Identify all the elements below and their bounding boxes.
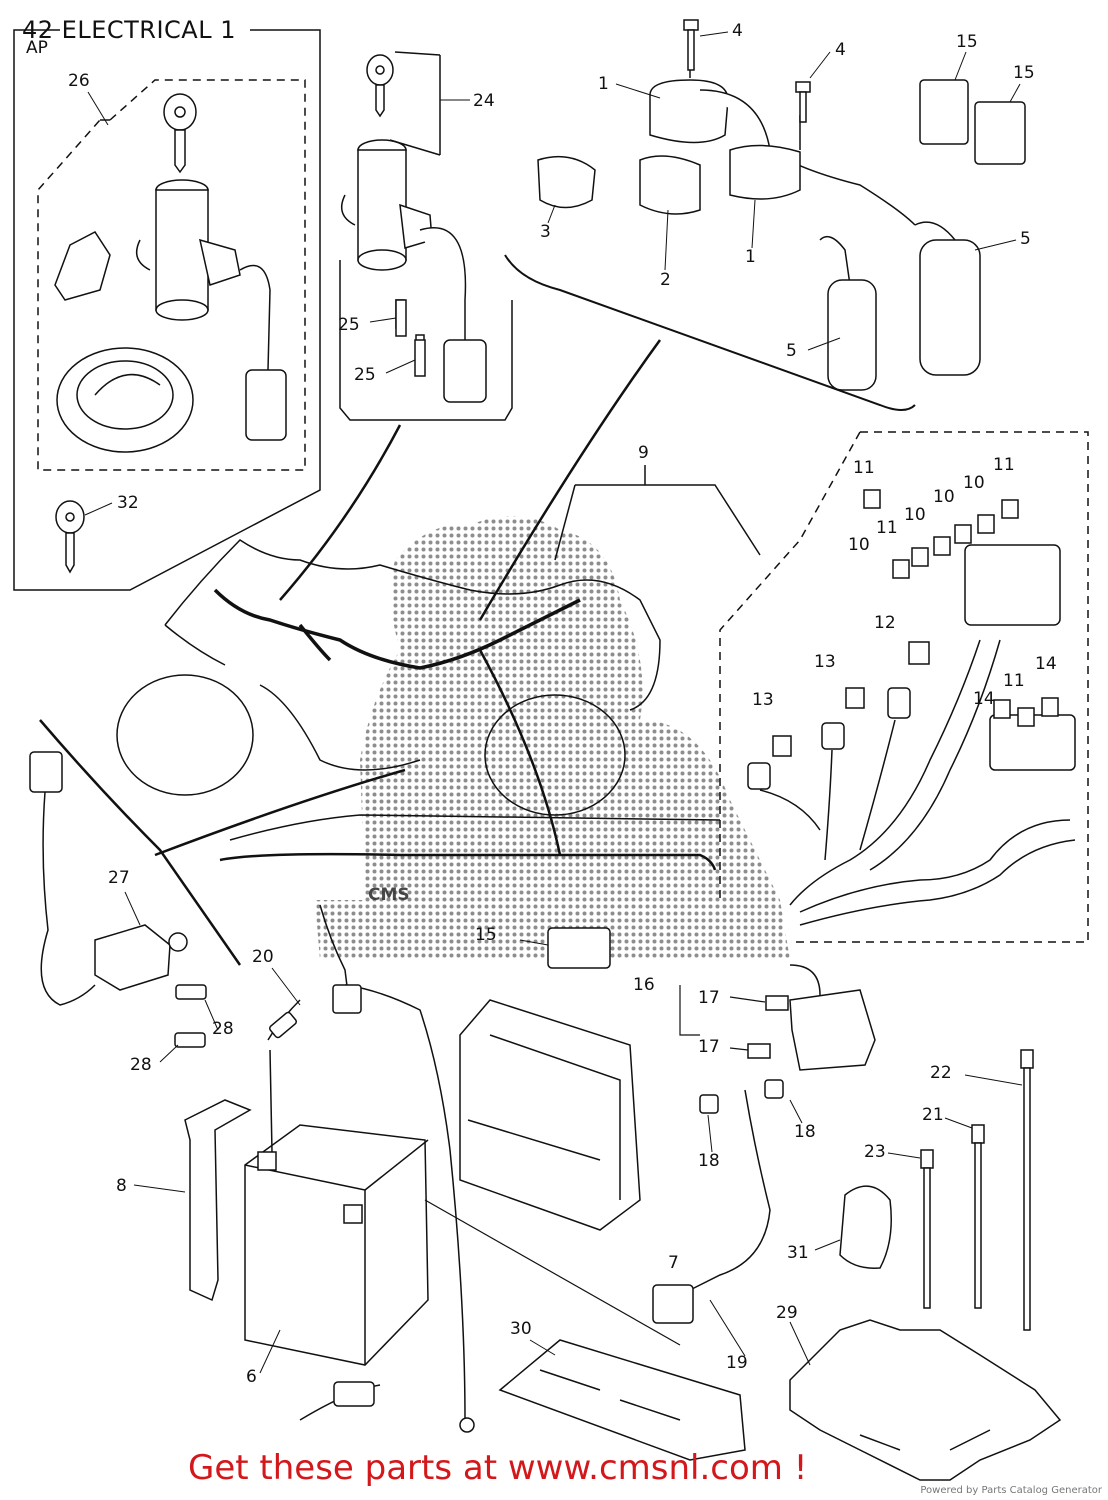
bracket-coils [504,254,916,411]
callout-15a: 15 [956,32,978,52]
leader-9 [554,465,761,561]
sensor-27 [29,751,207,1048]
watermark-text: CMS [368,885,410,905]
bolts [395,19,811,377]
ignition-switch-inset [135,179,287,441]
ignition-bracket [339,51,513,421]
callout-21: 21 [922,1105,944,1125]
key-26 [163,93,197,174]
callout-10d: 10 [848,535,870,555]
callout-18a: 18 [794,1122,816,1142]
callout-29: 29 [776,1303,798,1323]
callout-leaders [84,31,1023,1374]
lock-part-inset [54,231,111,301]
battery-strap-8 [184,1099,252,1302]
callout-30: 30 [510,1319,532,1339]
callout-4a: 4 [732,21,743,41]
watermark: CMS [315,516,790,960]
leader-16-17 [679,985,766,1051]
callout-32: 32 [117,493,139,513]
fusebox-harness [759,639,1076,926]
callout-28b: 28 [130,1055,152,1075]
motorcycle-outline [116,539,721,841]
callout-11b: 11 [993,455,1015,475]
callout-14a: 14 [1035,654,1057,674]
sheet-30 [498,1339,746,1461]
relays-15 [919,79,1026,165]
callout-25b: 25 [354,365,376,385]
callout-7: 7 [668,1253,679,1273]
callout-31: 31 [787,1243,809,1263]
callout-25a: 25 [338,315,360,335]
callout-15c: 15 [475,925,497,945]
callout-26: 26 [68,71,90,91]
fusebox-frame [719,431,1089,943]
callout-11d: 11 [1003,671,1025,691]
callout-16: 16 [633,975,655,995]
leader-lines-main [39,339,717,966]
battery-6 [244,1124,429,1366]
callout-28a: 28 [212,1019,234,1039]
wiring-harness [213,588,581,670]
callout-1b: 1 [745,247,756,267]
ignition-switch-24 [340,54,487,403]
callout-6: 6 [246,1367,257,1387]
cable-ties [920,1049,1034,1331]
cta-link[interactable]: Get these parts at www.cmsnl.com ! [188,1448,808,1488]
fuel-cap-inset [56,347,194,453]
callout-13b: 13 [752,690,774,710]
callout-23: 23 [864,1142,886,1162]
ignition-coils [537,28,981,391]
callout-labels: 26 24 4 4 15 15 1 3 2 1 5 5 25 25 32 9 1… [68,21,1057,1387]
clamp-31 [839,1185,892,1269]
callout-15b: 15 [1013,63,1035,83]
callout-5a: 5 [1020,229,1031,249]
callout-17b: 17 [698,1037,720,1057]
key-32 [55,500,85,574]
callout-2: 2 [660,270,671,290]
cable-terminals [269,984,784,1433]
relay-16 [547,927,876,1071]
callout-24: 24 [473,91,495,111]
callout-20: 20 [252,947,274,967]
callout-17a: 17 [698,988,720,1008]
fuse-box [747,489,1076,790]
callout-9: 9 [638,443,649,463]
callout-19: 19 [726,1353,748,1373]
callout-12: 12 [874,613,896,633]
plate-29 [789,1319,1062,1481]
callout-3: 3 [540,222,551,242]
callout-10c: 10 [904,505,926,525]
callout-11c: 11 [876,518,898,538]
callout-13a: 13 [814,652,836,672]
footer-note: Powered by Parts Catalog Generator [920,1485,1102,1496]
callout-10a: 10 [963,473,985,493]
callout-22: 22 [930,1063,952,1083]
callout-5b: 5 [786,341,797,361]
callout-10b: 10 [933,487,955,507]
inset-label: AP [26,38,48,58]
leader-cover [424,1199,681,1346]
callout-4b: 4 [835,40,846,60]
battery-cover-7 [459,999,641,1231]
callout-18b: 18 [698,1151,720,1171]
callout-11a: 11 [853,458,875,478]
callout-14b: 14 [973,689,995,709]
callout-27: 27 [108,868,130,888]
callout-1a: 1 [598,74,609,94]
callout-8: 8 [116,1176,127,1196]
